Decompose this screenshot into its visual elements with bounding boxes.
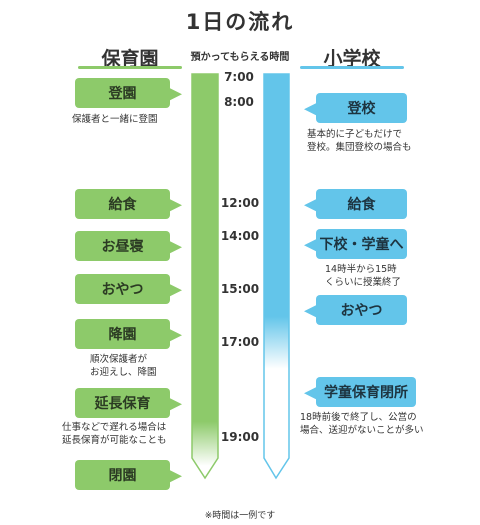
page-title: 1日の流れ — [185, 10, 295, 34]
nursery-event-arrival: 登園 — [75, 78, 182, 108]
school-event-snack: おやつ — [304, 295, 407, 325]
nursery-event-extended-care: 延長保育 — [75, 388, 182, 418]
time-label: 12:00 — [220, 196, 260, 210]
nursery-event-lunch: 給食 — [75, 189, 182, 219]
school-heading-underline — [300, 66, 404, 69]
school-event-dismissal: 下校・学童へ — [304, 229, 407, 259]
nursery-event-departure: 降園 — [75, 319, 182, 349]
nursery-note-extended-care: 仕事などで遅れる場合は 延長保育が可能なことも — [62, 422, 167, 446]
nursery-time-bar — [191, 73, 219, 480]
school-event-lunch: 給食 — [304, 189, 407, 219]
school-time-bar — [263, 73, 290, 480]
nursery-event-snack: おやつ — [75, 274, 182, 304]
time-label: 19:00 — [220, 430, 260, 444]
time-label: 17:00 — [220, 335, 260, 349]
nursery-note-arrival: 保護者と一緒に登園 — [72, 114, 158, 125]
nursery-heading-underline — [78, 66, 182, 69]
time-label: 15:00 — [220, 282, 260, 296]
school-note-after-school-care-closing: 18時前後で終了し、公営の 場合、送迎がないことが多い — [300, 412, 424, 436]
school-event-after-school-care-closing: 学童保育閉所 — [304, 377, 416, 407]
footnote: ※時間は一例です — [204, 511, 276, 521]
school-event-arrival: 登校 — [304, 93, 407, 123]
school-heading: 小学校 — [323, 48, 381, 70]
nursery-heading: 保育園 — [101, 48, 159, 70]
school-note-arrival: 基本的に子どもだけで 登校。集団登校の場合も — [307, 129, 412, 153]
time-label: 8:00 — [224, 95, 254, 109]
time-label: 14:00 — [220, 229, 260, 243]
school-note-dismissal: 14時半から15時 くらいに授業終了 — [325, 264, 402, 288]
nursery-event-nap: お昼寝 — [75, 231, 182, 261]
nursery-note-departure: 順次保護者が お迎えし、降園 — [90, 354, 157, 378]
nursery-event-closing: 閉園 — [75, 460, 182, 490]
center-heading: 預かってもらえる時間 — [190, 52, 290, 63]
time-label: 7:00 — [224, 70, 254, 84]
